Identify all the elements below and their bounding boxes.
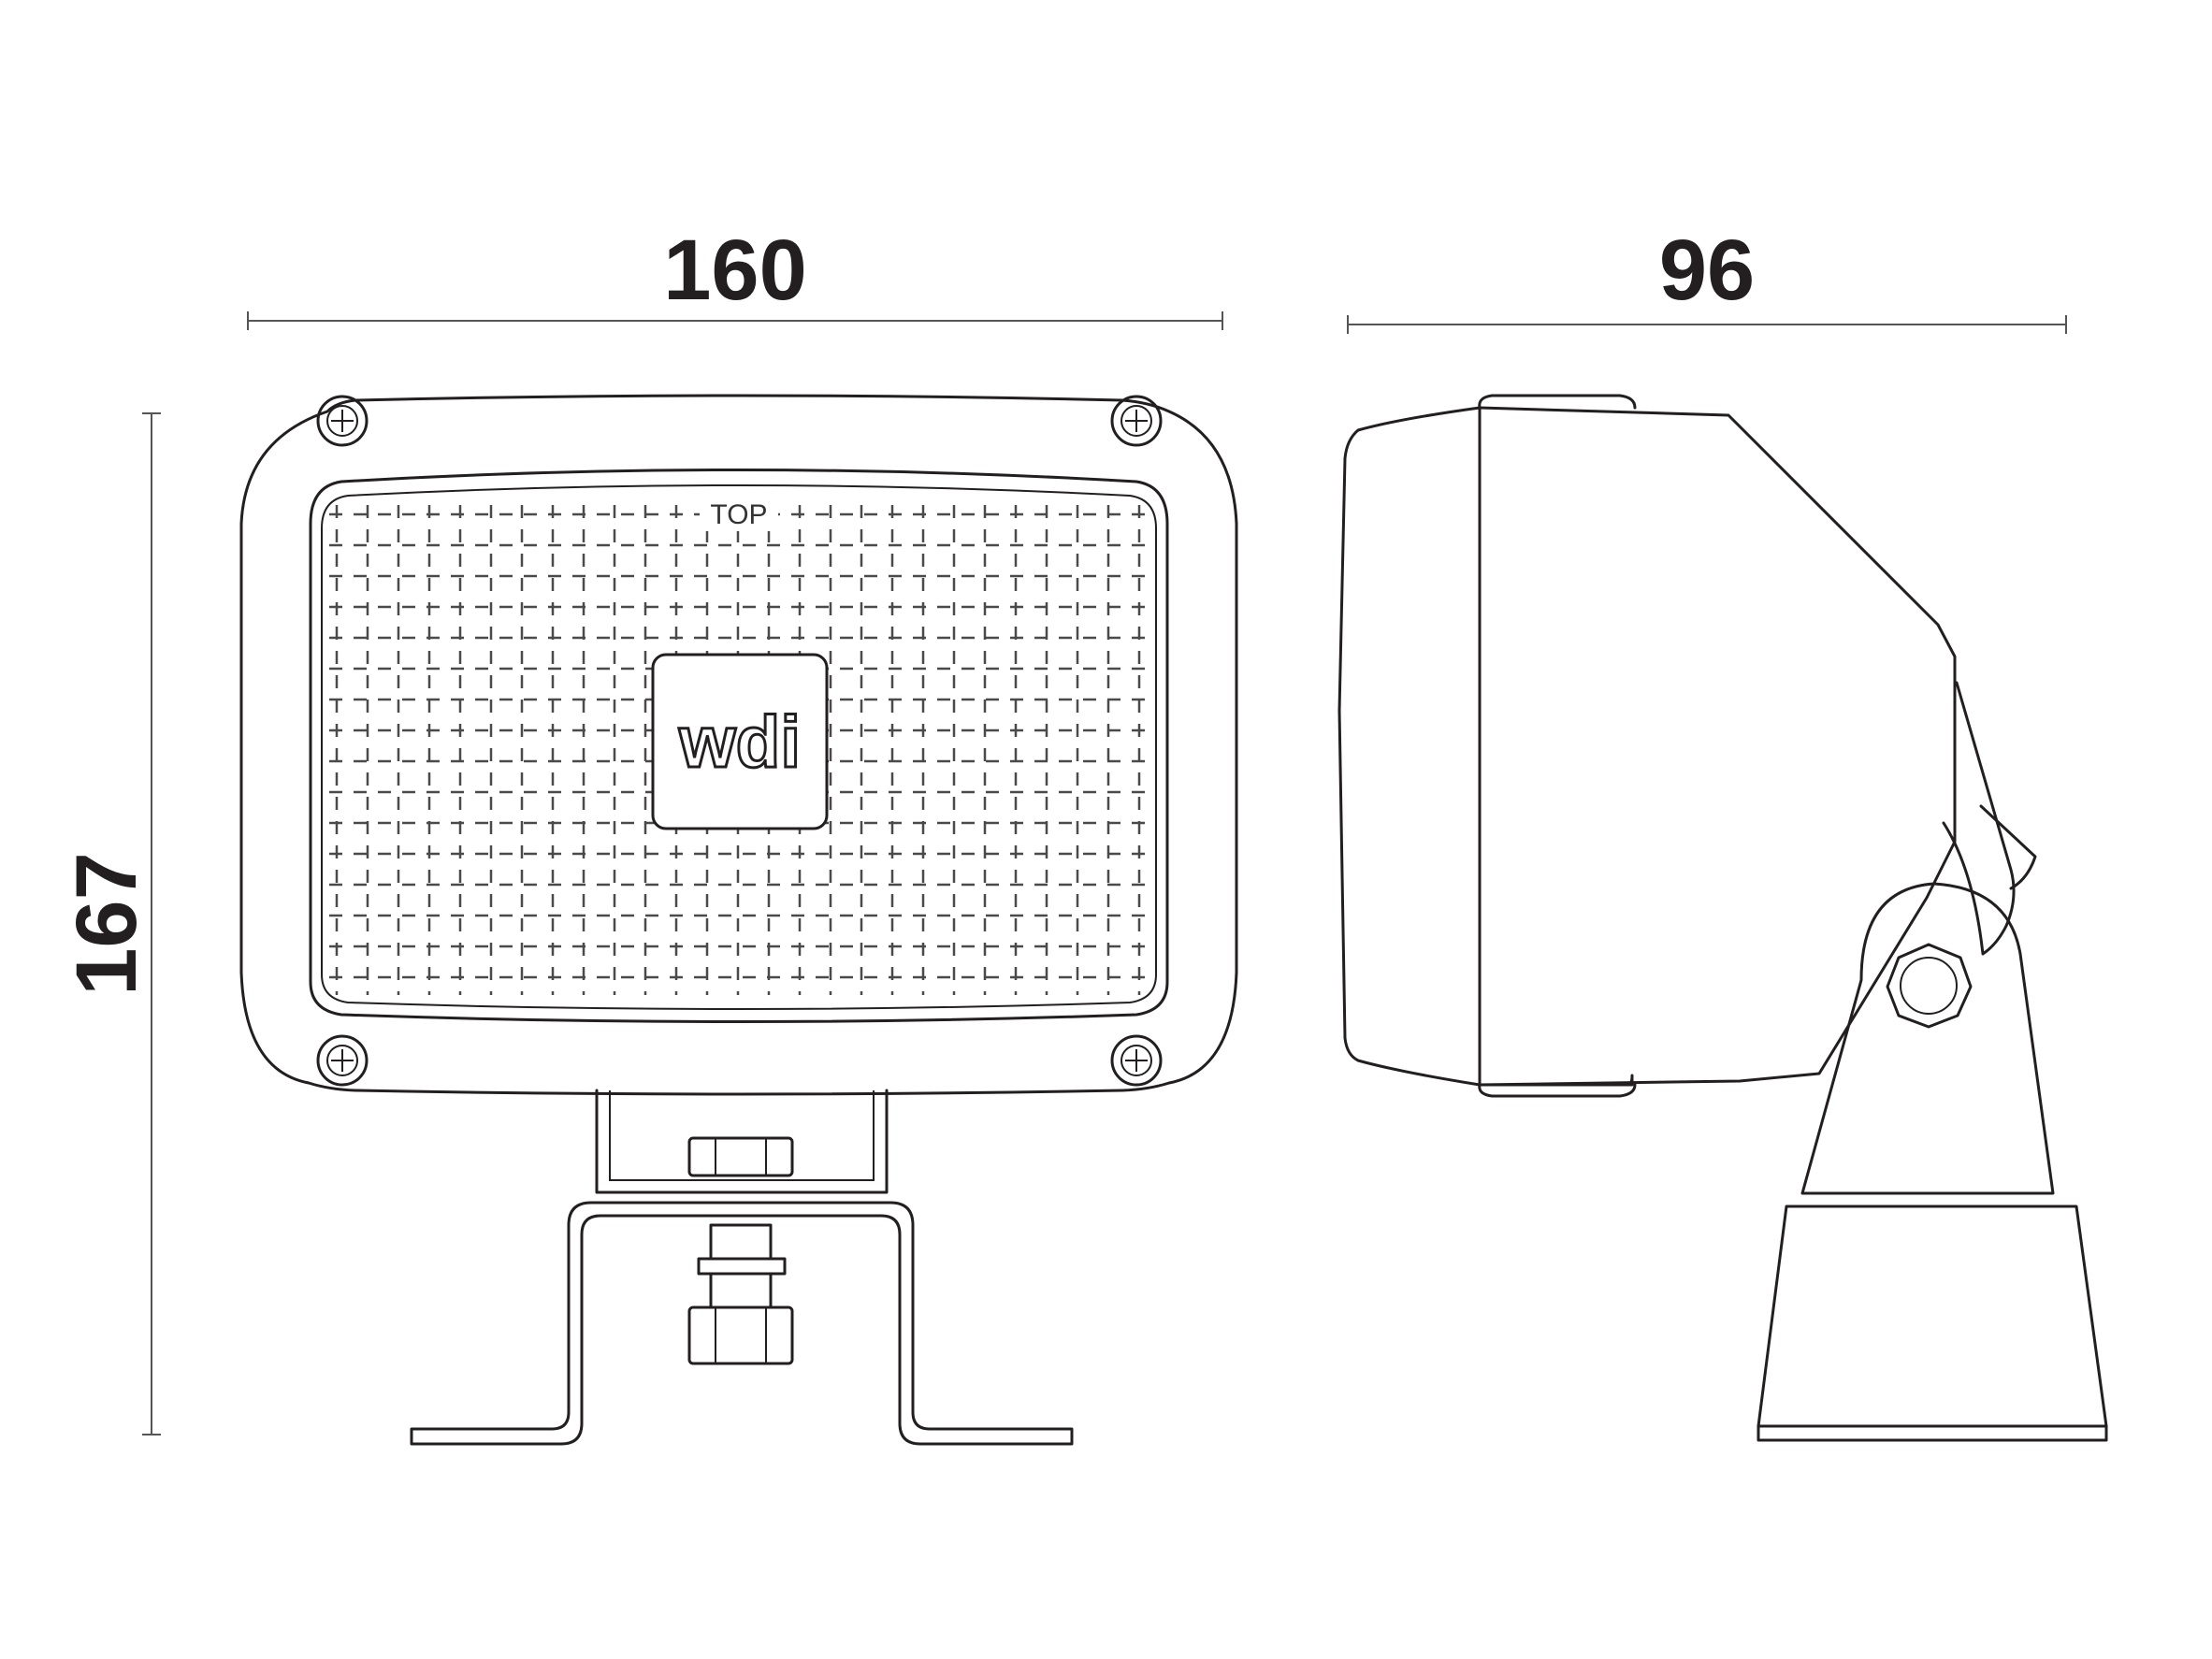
screw-top-left-icon bbox=[316, 395, 369, 447]
lens-frame bbox=[309, 469, 1169, 1023]
dimension-width-front: 160 bbox=[247, 223, 1223, 330]
side-base bbox=[1757, 1205, 2108, 1428]
dimension-label-height: 167 bbox=[59, 852, 154, 996]
side-view bbox=[1337, 394, 2108, 1442]
logo-badge bbox=[651, 653, 829, 830]
screw-top-right-icon bbox=[1110, 395, 1163, 447]
front-mount-neck bbox=[595, 1089, 889, 1194]
dimension-label-width-front: 160 bbox=[663, 223, 807, 318]
dimension-width-side: 96 bbox=[1347, 223, 2067, 334]
lens-grid-pattern bbox=[329, 505, 1149, 995]
side-rear-housing bbox=[1478, 406, 1957, 1087]
screw-bottom-right-icon bbox=[1110, 1034, 1163, 1087]
side-upright bbox=[1800, 882, 2055, 1195]
side-bezel bbox=[1337, 406, 1482, 1087]
front-view: TOP wdi bbox=[239, 394, 1238, 1446]
pivot-nut-icon bbox=[1886, 943, 1973, 1029]
mounting-bolt-icon bbox=[687, 1136, 794, 1365]
screw-bottom-left-icon bbox=[316, 1034, 369, 1087]
front-base-bracket bbox=[410, 1201, 1074, 1446]
lens-top-marking: TOP bbox=[710, 499, 767, 530]
side-rim bbox=[1478, 406, 1634, 1087]
dimension-label-width-side: 96 bbox=[1659, 223, 1755, 318]
lens bbox=[321, 484, 1157, 1010]
front-housing bbox=[239, 394, 1238, 1096]
brand-logo: wdi bbox=[678, 700, 801, 783]
dimension-height: 167 bbox=[59, 412, 161, 1435]
